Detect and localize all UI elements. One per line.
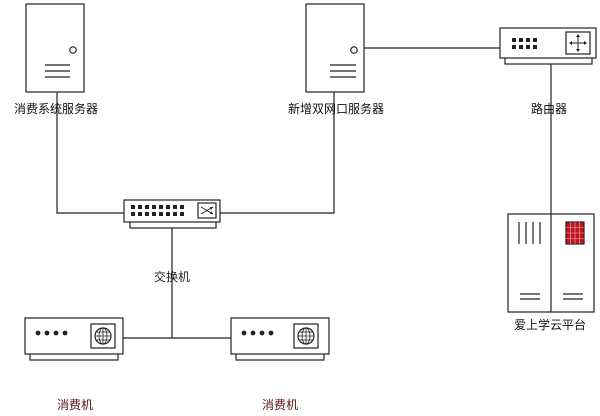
terminal-right-icon [230, 317, 330, 361]
link-dual-server-to-switch [218, 54, 335, 214]
label-platform: 爱上学云平台 [513, 318, 587, 332]
router-icon [499, 27, 597, 65]
consumption-server-icon [25, 3, 85, 93]
label-router: 路由器 [530, 102, 568, 116]
label-dual-nic-server: 新增双网口服务器 [287, 102, 385, 116]
switch-icon [123, 199, 221, 229]
platform-cabinet-icon [507, 213, 595, 313]
label-terminal-right: 消费机 [261, 398, 299, 412]
label-switch: 交换机 [153, 270, 191, 284]
terminal-left-icon [24, 317, 124, 361]
dual-nic-server-icon [305, 3, 365, 93]
label-consumption-server: 消费系统服务器 [13, 102, 99, 116]
label-terminal-left: 消费机 [56, 398, 94, 412]
link-consumption-server-to-switch [56, 92, 125, 214]
